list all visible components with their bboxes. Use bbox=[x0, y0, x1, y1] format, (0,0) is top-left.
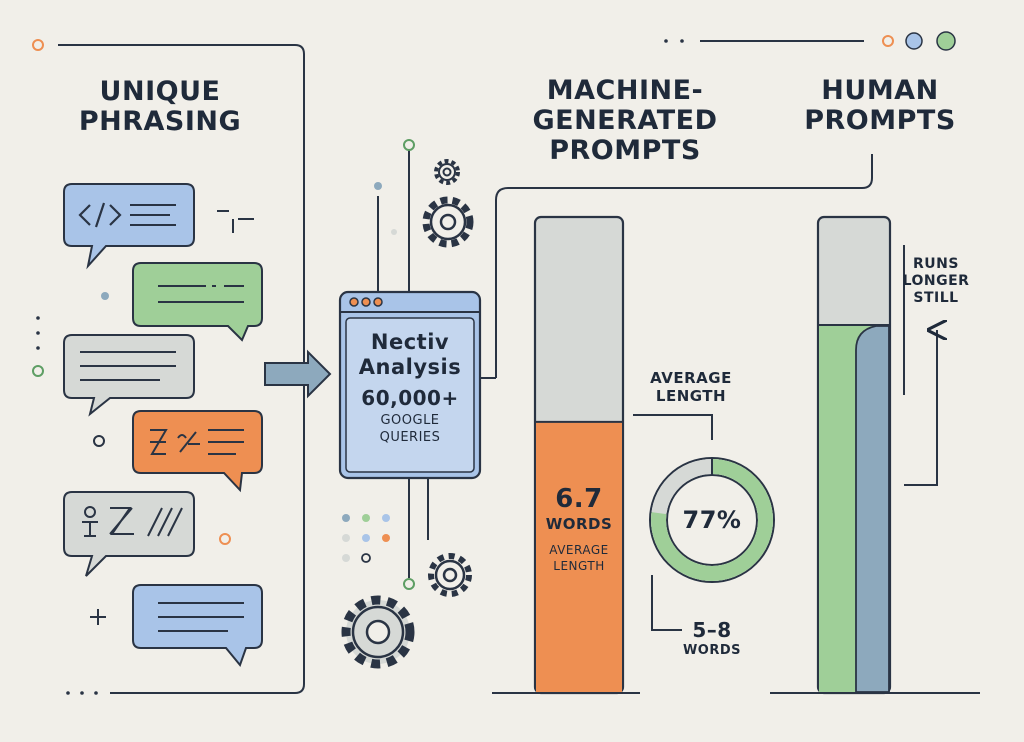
decor-dot bbox=[403, 139, 415, 151]
machine-bar-caption: AVERAGE bbox=[549, 543, 609, 557]
bubble-gray bbox=[63, 334, 195, 417]
human-note-line: RUNS bbox=[913, 256, 959, 272]
decor-dot bbox=[219, 533, 231, 545]
range-leader bbox=[651, 575, 682, 631]
gear-icon bbox=[341, 595, 415, 669]
top-connector bbox=[495, 154, 873, 378]
analysis-window bbox=[338, 290, 482, 480]
decor-dot bbox=[936, 31, 956, 51]
window-dot-icon bbox=[373, 297, 383, 307]
bubble-code bbox=[63, 183, 195, 270]
decor-dot bbox=[93, 435, 105, 447]
machine-bar-value: 6.7 bbox=[555, 484, 603, 514]
donut-range-unit: WORDS bbox=[682, 643, 742, 658]
donut-percent: 77% bbox=[682, 506, 742, 534]
donut-range: 5–8 WORDS bbox=[672, 618, 752, 659]
bubble-symbols bbox=[63, 491, 195, 577]
donut-label-leader bbox=[633, 414, 713, 440]
gear-icon bbox=[422, 196, 474, 248]
decor-dot bbox=[32, 39, 44, 51]
symbol-icon bbox=[150, 429, 168, 455]
title-machine-generated: MACHINE- GENERATED PROMPTS bbox=[510, 76, 740, 166]
dot-grid bbox=[342, 514, 390, 563]
donut-label-line: AVERAGE bbox=[650, 369, 732, 387]
donut-chart bbox=[649, 457, 775, 583]
text-cursor-icon bbox=[217, 210, 254, 233]
window-dot-icon bbox=[349, 297, 359, 307]
title-line: PHRASING bbox=[78, 106, 242, 137]
analysis-sub: GOOGLE bbox=[380, 413, 440, 428]
machine-bar bbox=[533, 215, 625, 695]
dots-left-vertical bbox=[36, 316, 40, 350]
decor-dot bbox=[32, 365, 44, 377]
symbol-icon bbox=[84, 506, 96, 518]
gear-icon bbox=[434, 159, 460, 185]
decor-dot bbox=[882, 35, 894, 47]
plus-icon bbox=[90, 609, 106, 625]
title-human-prompts: HUMAN PROMPTS bbox=[790, 76, 970, 136]
decor-dot bbox=[374, 182, 382, 190]
donut-label-line: LENGTH bbox=[655, 387, 727, 405]
arrow-right-icon bbox=[264, 349, 332, 399]
machine-bar-fill bbox=[536, 421, 622, 692]
donut-range-value: 5–8 bbox=[692, 618, 732, 642]
bubble-orange bbox=[132, 410, 263, 493]
decor-dot bbox=[391, 229, 397, 235]
decor-dot bbox=[101, 292, 109, 300]
dots-bottom-left bbox=[66, 691, 98, 695]
machine-bar-label: 6.7 WORDS AVERAGE LENGTH bbox=[535, 484, 623, 574]
gear-icon bbox=[428, 553, 472, 597]
window-dot-icon bbox=[361, 297, 371, 307]
arrow-up-icon bbox=[904, 330, 937, 486]
human-note-line: LONGER bbox=[902, 273, 970, 289]
title-line: PROMPTS bbox=[804, 105, 956, 136]
bubble-green bbox=[132, 262, 263, 342]
human-bar bbox=[816, 215, 892, 695]
machine-bar-unit: WORDS bbox=[545, 515, 613, 533]
title-line: PROMPTS bbox=[549, 135, 701, 166]
code-icon bbox=[78, 202, 122, 228]
title-line: MACHINE- bbox=[546, 75, 704, 106]
analysis-title: Analysis bbox=[358, 355, 462, 379]
decor-dot bbox=[905, 32, 923, 50]
analysis-title: Nectiv bbox=[370, 330, 450, 354]
analysis-connectors bbox=[377, 150, 429, 578]
donut-label: AVERAGE LENGTH bbox=[636, 369, 746, 405]
machine-bar-caption: LENGTH bbox=[553, 559, 605, 573]
analysis-count: 60,000+ bbox=[361, 386, 459, 410]
title-line: HUMAN bbox=[821, 75, 939, 106]
human-note-line: STILL bbox=[913, 290, 959, 306]
human-bar-note: RUNS LONGER STILL bbox=[896, 256, 976, 307]
analysis-sub: QUERIES bbox=[379, 430, 441, 445]
dots-top-right bbox=[664, 39, 684, 43]
title-line: GENERATED bbox=[532, 105, 718, 136]
title-line: UNIQUE bbox=[99, 76, 221, 107]
bubble-blue-bottom bbox=[132, 584, 263, 668]
decor-dot bbox=[403, 578, 415, 590]
title-unique-phrasing: UNIQUE PHRASING bbox=[60, 77, 260, 137]
analysis-window-text: Nectiv Analysis 60,000+ GOOGLE QUERIES bbox=[346, 330, 474, 446]
